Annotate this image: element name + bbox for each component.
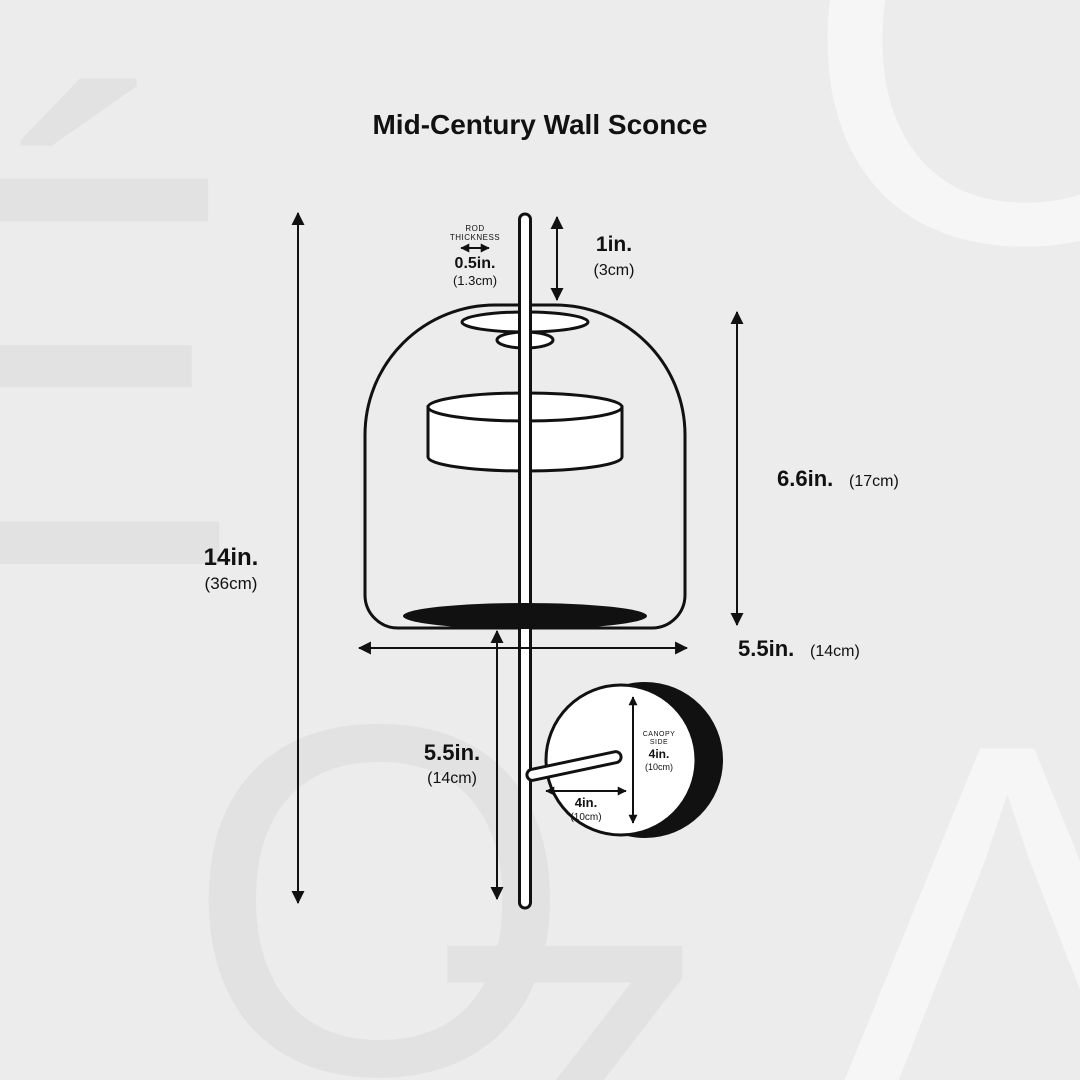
drop-below-shade-label-cm: (14cm): [427, 770, 477, 787]
canopy-side-label-cm: (10cm): [645, 762, 673, 772]
rod-thickness-caption-line1: ROD: [465, 224, 484, 233]
shade-width-label-in: 5.5in.: [738, 636, 794, 661]
shade-height-label-cm: (17cm): [849, 473, 899, 490]
rod-thickness-label-in: 0.5in.: [455, 255, 496, 272]
arm-rod: [525, 750, 623, 782]
shade-opening: [403, 603, 647, 629]
overall-height-label-cm: (36cm): [205, 574, 258, 593]
page-title: Mid-Century Wall Sconce: [372, 109, 707, 140]
shade-height-label-in: 6.6in.: [777, 466, 833, 491]
dimension-lines: [291, 211, 744, 905]
canopy-side-label-in: 4in.: [649, 747, 670, 761]
rod-thickness-caption-line2: THICKNESS: [450, 233, 500, 242]
vertical-rod: [518, 212, 532, 910]
drop-below-shade-label-in: 5.5in.: [424, 740, 480, 765]
canopy-side-caption-line2: SIDE: [650, 739, 668, 746]
rod-thickness-label-cm: (1.3cm): [453, 273, 497, 288]
sconce-drawing: [363, 212, 723, 910]
shade-width-label-cm: (14cm): [810, 643, 860, 660]
arm-length-label-cm: (10cm): [570, 812, 601, 823]
canopy-side-caption-line1: CANOPY: [643, 731, 676, 738]
rod-top-extension-label-in: 1in.: [596, 233, 632, 256]
arm-length-label-in: 4in.: [575, 795, 597, 810]
overall-height-label-in: 14in.: [204, 544, 259, 571]
rod-top-extension-label-cm: (3cm): [594, 262, 635, 279]
